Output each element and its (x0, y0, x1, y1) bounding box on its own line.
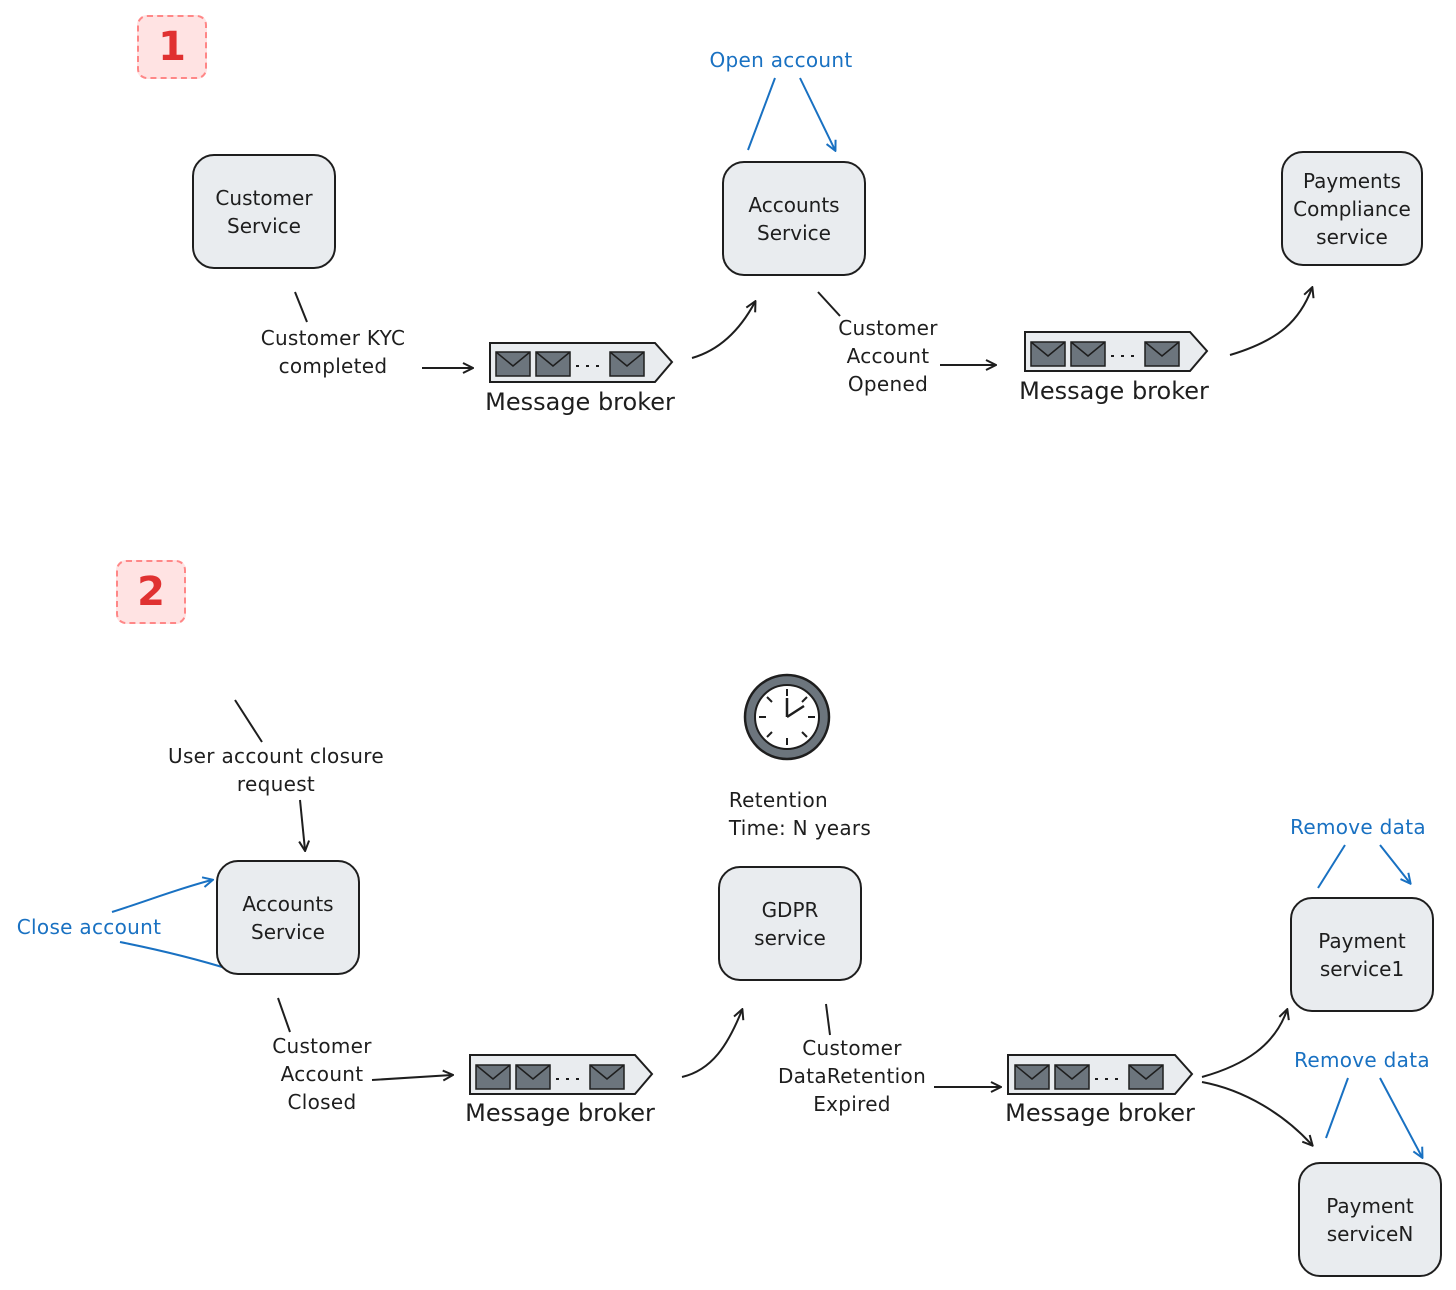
node-label: Service (251, 919, 325, 944)
payments-compliance-service-node: Payments Compliance service (1281, 151, 1423, 266)
label-line: Opened (847, 372, 929, 396)
message-broker-label-1a: Message broker (485, 388, 675, 416)
customer-to-kyc-line (294, 291, 308, 323)
remove-data-loop-1 (1317, 844, 1410, 888)
envelope-icon (535, 351, 571, 377)
payment-serviceN-node: Payment serviceN (1298, 1162, 1442, 1277)
remove-data-label-2: Remove data (1294, 1048, 1430, 1072)
data-retention-expired-event-label: Customer DataRetention Expired (778, 1034, 926, 1118)
accounts-to-closed-line (277, 997, 291, 1033)
customer-service-node: Customer Service (192, 154, 336, 269)
envelope-icon (1128, 1064, 1164, 1090)
label-line: request (236, 772, 316, 796)
account-opened-event-label: Customer Account Opened (838, 314, 938, 398)
node-label: Customer (215, 185, 313, 210)
label-line: Account (846, 344, 930, 368)
accounts-service-node-1: Accounts Service (722, 161, 866, 276)
envelope-icon (475, 1064, 511, 1090)
node-label: Service (757, 220, 831, 245)
message-broker-queue-1b (1024, 331, 1209, 372)
label-line: Customer (802, 1036, 902, 1060)
label-line: User account closure (168, 744, 384, 768)
remove-data-label-1: Remove data (1290, 815, 1426, 839)
message-broker-queue-2b (1007, 1054, 1194, 1095)
section-badge-1: 1 (137, 15, 207, 79)
kyc-event-label: Customer KYC completed (261, 324, 406, 380)
section-badge-2: 2 (116, 560, 186, 624)
open-account-label: Open account (709, 48, 853, 72)
label-line: Closed (287, 1090, 357, 1114)
envelope-icon (1054, 1064, 1090, 1090)
broker-to-paymentN-arrow (1201, 1081, 1312, 1145)
label-line: Retention (728, 788, 828, 812)
message-broker-queue-2a (469, 1054, 654, 1095)
message-broker-queue-1a (489, 342, 674, 383)
clock-icon (743, 673, 831, 761)
accounts-service-node-2: Accounts Service (216, 860, 360, 975)
label-line: Time: N years (728, 816, 872, 840)
label-line: Account (280, 1062, 364, 1086)
closure-request-arrow (300, 799, 305, 850)
node-label: serviceN (1326, 1221, 1414, 1246)
envelope-icon (589, 1064, 625, 1090)
envelope-icon (515, 1064, 551, 1090)
node-label: Payments (1303, 168, 1401, 193)
node-label: Service (227, 213, 301, 238)
message-broker-label-2b: Message broker (1005, 1099, 1195, 1127)
node-label: Payment (1326, 1193, 1414, 1218)
label-line: completed (278, 354, 388, 378)
node-label: Payment (1318, 928, 1406, 953)
node-label: Accounts (748, 192, 840, 217)
payment-service1-node: Payment service1 (1290, 897, 1434, 1012)
gdpr-service-node: GDPR service (718, 866, 862, 981)
node-label: Accounts (242, 891, 334, 916)
accounts-to-opened-line (817, 291, 841, 317)
broker-to-gdpr-arrow (681, 1010, 742, 1078)
open-account-loop (747, 77, 835, 150)
closure-request-top-line (234, 699, 263, 743)
closure-request-label: User account closure request (168, 742, 384, 798)
node-label: service (754, 925, 826, 950)
envelope-icon (1144, 341, 1180, 367)
broker1-to-accounts-arrow (691, 302, 755, 359)
node-label: GDPR (761, 897, 819, 922)
label-line: Customer (838, 316, 938, 340)
label-line: Customer KYC (260, 326, 406, 350)
envelope-icon (495, 351, 531, 377)
envelope-icon (1070, 341, 1106, 367)
closed-to-broker-arrow (371, 1075, 452, 1080)
node-label: Compliance (1293, 196, 1411, 221)
envelope-icon (1030, 341, 1066, 367)
retention-label: Retention Time: N years (729, 786, 871, 842)
envelope-icon (1014, 1064, 1050, 1090)
label-line: Customer (272, 1034, 372, 1058)
message-broker-label-2a: Message broker (465, 1099, 655, 1127)
envelope-icon (609, 351, 645, 377)
label-line: DataRetention (777, 1064, 927, 1088)
node-label: service1 (1319, 956, 1405, 981)
node-label: service (1316, 224, 1388, 249)
close-account-arrow-in (111, 880, 212, 913)
remove-data-loop-2 (1325, 1077, 1422, 1157)
label-line: Expired (813, 1092, 891, 1116)
broker2-to-payments-arrow (1229, 288, 1312, 356)
message-broker-label-1b: Message broker (1019, 377, 1209, 405)
gdpr-to-expired-line (825, 1003, 831, 1036)
broker-to-payment1-arrow (1201, 1010, 1287, 1078)
close-account-label: Close account (16, 915, 162, 939)
account-closed-event-label: Customer Account Closed (272, 1032, 372, 1116)
